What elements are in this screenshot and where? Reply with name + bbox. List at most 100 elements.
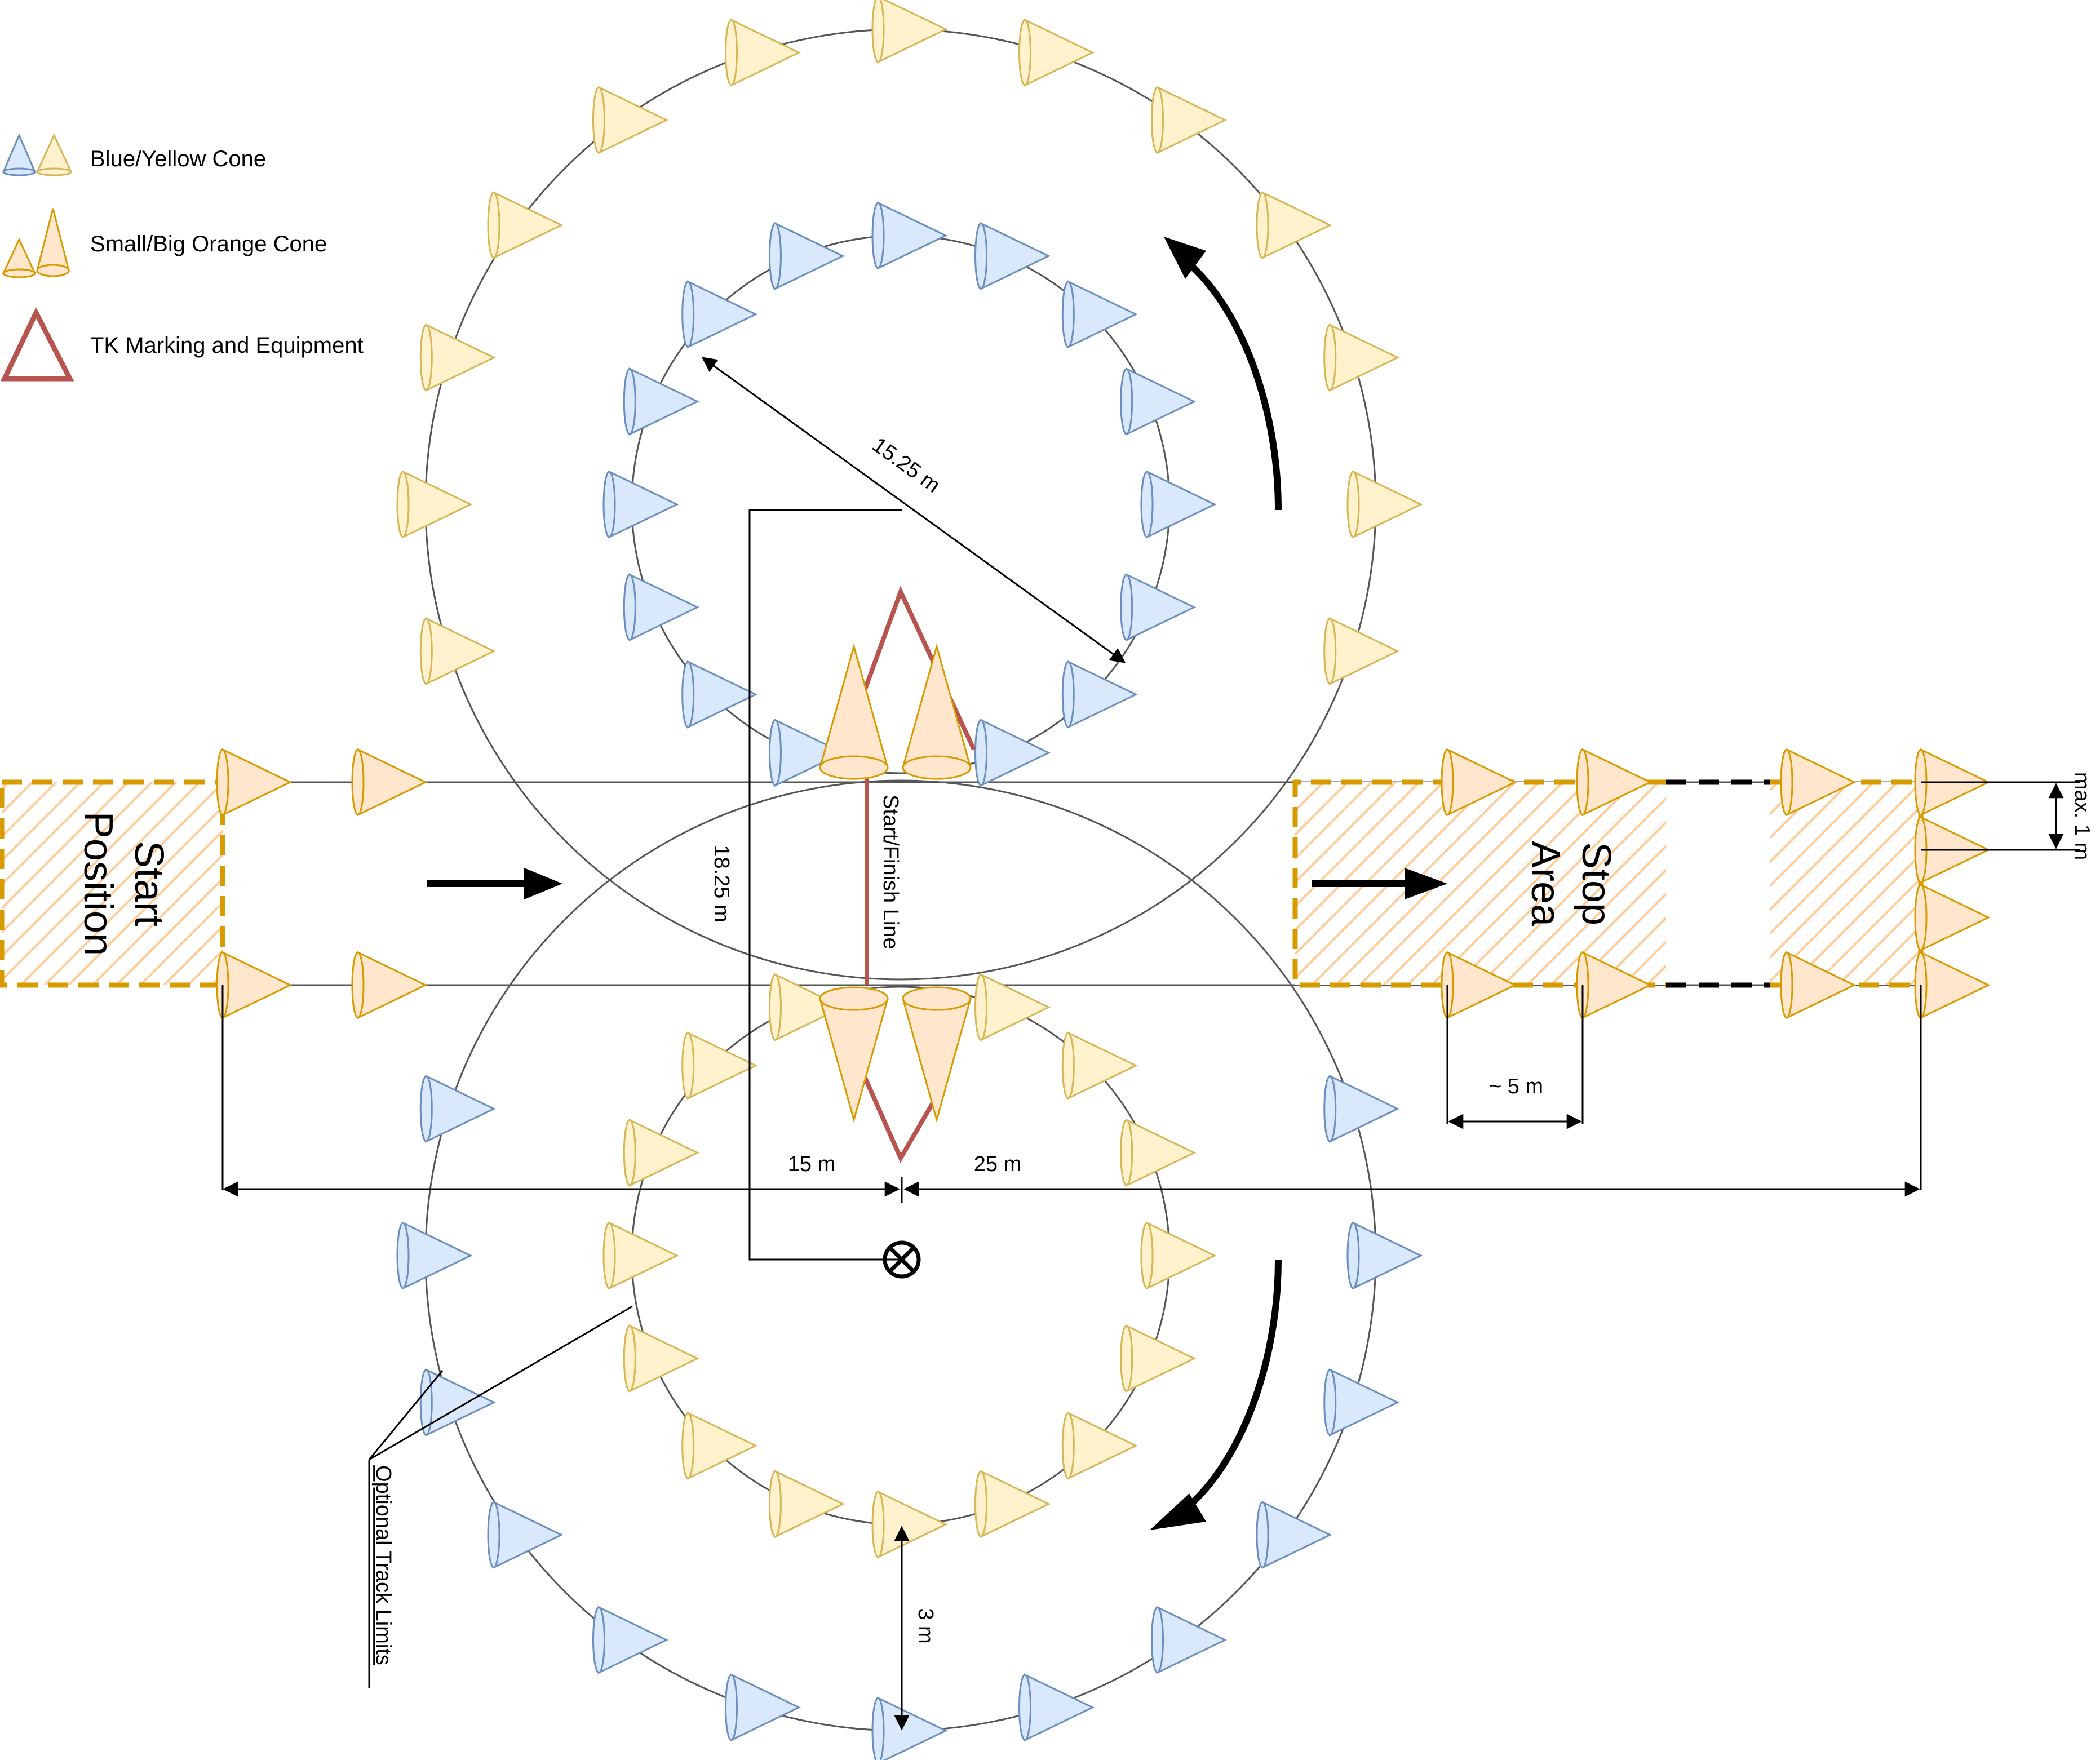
blue-cone-icon (974, 719, 1051, 787)
orange-cone-icon (351, 951, 428, 1019)
tk-lower-triangle (857, 1064, 941, 1163)
blue-cone-icon (1018, 1673, 1095, 1742)
blue-cone-icon (974, 221, 1051, 290)
blue-cone-icon (871, 201, 948, 270)
blue-cone-icon (768, 719, 845, 787)
yellow-cone-icon (1323, 617, 1400, 685)
start-position-label-1: Start (126, 841, 171, 926)
blue-yellow-cone-icon (2, 133, 73, 176)
big-orange-cone-icon (819, 643, 889, 780)
big-orange-cones (819, 643, 972, 1123)
blue-cone-icon (871, 1696, 948, 1760)
track-width-label: 3 m (914, 1608, 937, 1643)
yellow-cone-icon (1323, 323, 1400, 392)
blue-cone-icon (1323, 1368, 1400, 1437)
cone-spacing-label: ~ 5 m (1489, 1075, 1543, 1098)
big-orange-cone-icon (819, 986, 889, 1123)
blue-cone-icon (592, 1606, 668, 1674)
yellow-cone-icon (1256, 191, 1332, 259)
orange-cone-icon (216, 951, 293, 1019)
yellow-cone-icon (623, 1119, 699, 1187)
yellow-cone-icon (1120, 1324, 1197, 1393)
arrow-right-icon (1312, 868, 1447, 899)
blue-cone-icon (623, 367, 699, 436)
yellow-cone-icon (681, 1411, 758, 1480)
yellow-cone-icon (681, 1031, 758, 1100)
center-point-icon (883, 1240, 921, 1279)
yellow-cone-icon (768, 973, 845, 1041)
blue-cone-icon (623, 573, 699, 641)
cones-layer (216, 0, 1991, 1760)
yellow-cone-icon (768, 1470, 845, 1539)
blue-cone-icon (724, 1673, 801, 1742)
yellow-cone-icon (419, 617, 496, 685)
stop-area-label-1: Stop (1574, 842, 1619, 925)
direction-arrows (427, 237, 1447, 1530)
orange-cone-icon (1914, 951, 1991, 1019)
curved-arrow-up-icon (1164, 237, 1282, 511)
blue-cone-icon (487, 1501, 564, 1569)
dimension-lines (221, 357, 2080, 1731)
yellow-cone-icon (1346, 470, 1423, 539)
big-orange-cone-icon (902, 643, 972, 780)
orange-cone-icon (1780, 951, 1857, 1019)
orange-cone-icon (1576, 748, 1652, 817)
stop-area: Stop Area (1292, 779, 1924, 988)
blue-cone-icon (681, 660, 758, 729)
orange-cone-icon (1441, 748, 1517, 817)
blue-cone-icon (681, 280, 758, 349)
orange-cone-icon (351, 748, 428, 817)
start-distance-label: 15 m (788, 1152, 835, 1176)
start-finish-label: Start/Finish Line (879, 795, 902, 950)
blue-cone-icon (396, 1221, 473, 1290)
start-position-box: Start Position (0, 779, 225, 988)
blue-cone-icon (1346, 1221, 1423, 1290)
yellow-cone-icon (623, 1324, 699, 1393)
yellow-cone-icon (1120, 1119, 1197, 1187)
orange-cone-icon (1914, 883, 1991, 952)
yellow-cone-icon (1061, 1031, 1138, 1100)
yellow-cone-icon (724, 18, 801, 87)
curved-arrow-down-icon (1150, 1259, 1282, 1530)
yellow-cone-icon (974, 973, 1051, 1041)
yellow-cone-icon (1061, 1411, 1138, 1480)
tk-marking (857, 586, 976, 1163)
yellow-cone-icon (871, 1490, 948, 1559)
stop-distance-label: 25 m (974, 1152, 1021, 1176)
blue-cone-icon (1061, 660, 1138, 729)
orange-cone-icon (2, 208, 70, 278)
diameter-label: 15.25 m (868, 433, 945, 498)
orange-cone-icon (1780, 748, 1857, 817)
blue-cone-icon (1061, 280, 1138, 349)
legend-label: Blue/Yellow Cone (90, 147, 266, 171)
blue-cone-icon (1323, 1075, 1400, 1143)
stop-area-label-2: Area (1523, 841, 1568, 927)
yellow-cone-icon (974, 1470, 1051, 1539)
yellow-cone-icon (871, 0, 948, 64)
yellow-cone-icon (1018, 18, 1095, 87)
yellow-cone-icon (396, 470, 473, 539)
arrow-right-icon (427, 868, 562, 899)
legend: Blue/Yellow Cone Small/Big Orange Cone T… (0, 133, 364, 382)
blue-cone-icon (602, 470, 679, 539)
yellow-cone-icon (487, 191, 564, 259)
yellow-cone-icon (1151, 86, 1227, 154)
blue-cone-icon (768, 221, 845, 290)
big-orange-cone-icon (902, 986, 972, 1123)
legend-label: TK Marking and Equipment (90, 333, 364, 358)
yellow-cone-icon (419, 323, 496, 392)
blue-cone-icon (1256, 1501, 1332, 1569)
blue-cone-icon (1151, 1606, 1227, 1674)
tk-marking-icon (0, 307, 74, 382)
yellow-cone-icon (592, 86, 668, 154)
legend-label: Small/Big Orange Cone (90, 232, 327, 256)
optional-track-limits-label: Optional Track Limits (371, 1465, 395, 1665)
blue-cone-icon (1140, 470, 1217, 539)
yellow-cone-icon (602, 1221, 679, 1290)
yellow-cone-icon (1140, 1221, 1217, 1290)
blue-cone-icon (419, 1075, 496, 1143)
start-position-label-2: Position (76, 812, 121, 956)
center-offset-label: 18.25 m (710, 845, 733, 922)
max-offset-label: max. 1 m (2070, 772, 2094, 860)
